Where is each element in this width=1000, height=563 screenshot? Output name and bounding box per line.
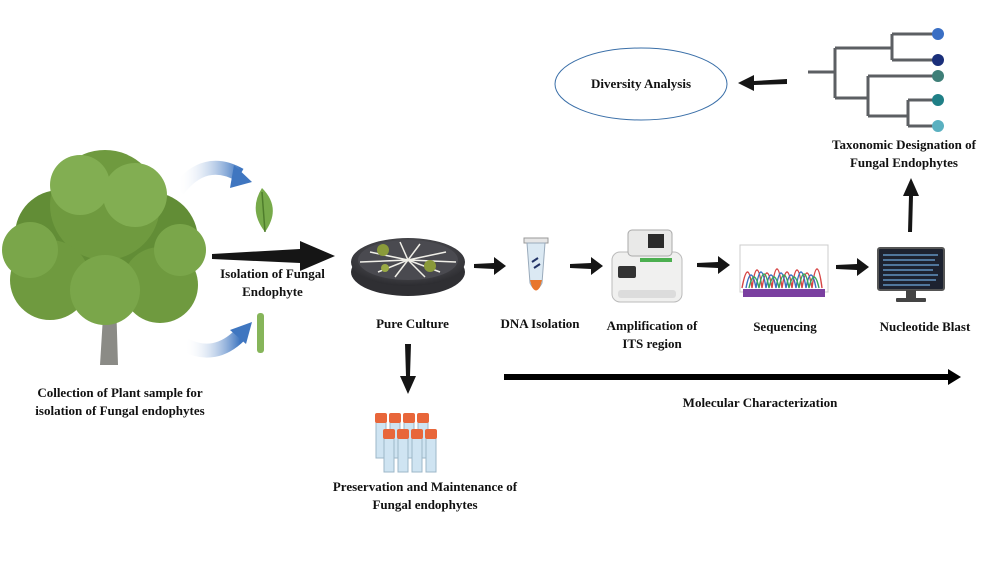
- tree-node-5: [932, 120, 944, 132]
- vials-icon: [375, 413, 437, 473]
- taxonomic-label: Taxonomic Designation of Fungal Endophyt…: [815, 136, 993, 172]
- diversity-analysis-label: Diversity Analysis: [590, 76, 692, 91]
- arrow-to-amplification: [570, 257, 603, 275]
- tree-node-2: [932, 54, 944, 66]
- taxonomic-label-line2: Fungal Endophytes: [849, 155, 958, 170]
- pure-culture-label: Pure Culture: [376, 316, 449, 331]
- amplification-label: Amplification of ITS region: [592, 317, 712, 353]
- dna-isolation-label: DNA Isolation: [500, 316, 580, 331]
- tree-node-3: [932, 70, 944, 82]
- preservation-label-line1: Preservation and Maintenance of: [332, 479, 518, 494]
- diversity-analysis-ellipse: [554, 47, 728, 121]
- amplification-label-line1: Amplification of: [606, 318, 698, 333]
- isolation-label-line1: Isolation of Fungal: [220, 266, 325, 281]
- arrow-to-pure-culture: [212, 241, 335, 271]
- leaf-icon: [255, 188, 273, 233]
- pcr-machine-icon: [611, 229, 683, 303]
- petri-dish-icon: [351, 238, 465, 296]
- plant-tree-icon: [2, 150, 206, 365]
- collection-label: Collection of Plant sample for isolation…: [5, 384, 235, 420]
- tree-node-1: [932, 28, 944, 40]
- taxonomic-label-line1: Taxonomic Designation of: [832, 137, 976, 152]
- nucleotide-blast-label: Nucleotide Blast: [879, 319, 971, 334]
- molecular-characterization-arrow: [504, 369, 961, 385]
- molecular-characterization-label: Molecular Characterization: [682, 395, 838, 410]
- preservation-label-line2: Fungal endophytes: [372, 497, 478, 512]
- microtube-icon: [523, 237, 549, 291]
- isolation-label-line2: Endophyte: [242, 284, 303, 299]
- preservation-label: Preservation and Maintenance of Fungal e…: [300, 478, 550, 514]
- isolation-label: Isolation of Fungal Endophyte: [200, 265, 345, 301]
- amplification-label-line2: ITS region: [622, 336, 682, 351]
- monitor-icon: [877, 247, 945, 302]
- sequencing-label: Sequencing: [753, 319, 817, 334]
- collection-label-line1: Collection of Plant sample for: [37, 385, 203, 400]
- collection-label-line2: isolation of Fungal endophytes: [35, 403, 205, 418]
- phylogenetic-tree-icon: [808, 32, 937, 128]
- arrow-to-dna-isolation: [474, 257, 506, 275]
- arrow-to-taxonomic: [903, 178, 919, 232]
- arrow-to-preservation: [400, 344, 416, 394]
- arrow-to-sequencing: [697, 256, 730, 274]
- tree-node-4: [932, 94, 944, 106]
- curved-arrow-bottom-icon: [181, 329, 245, 358]
- arrow-to-nucleotide-blast: [836, 258, 869, 276]
- arrow-to-diversity: [738, 75, 787, 91]
- chromatogram-icon: [739, 244, 829, 297]
- stem-icon: [257, 313, 264, 353]
